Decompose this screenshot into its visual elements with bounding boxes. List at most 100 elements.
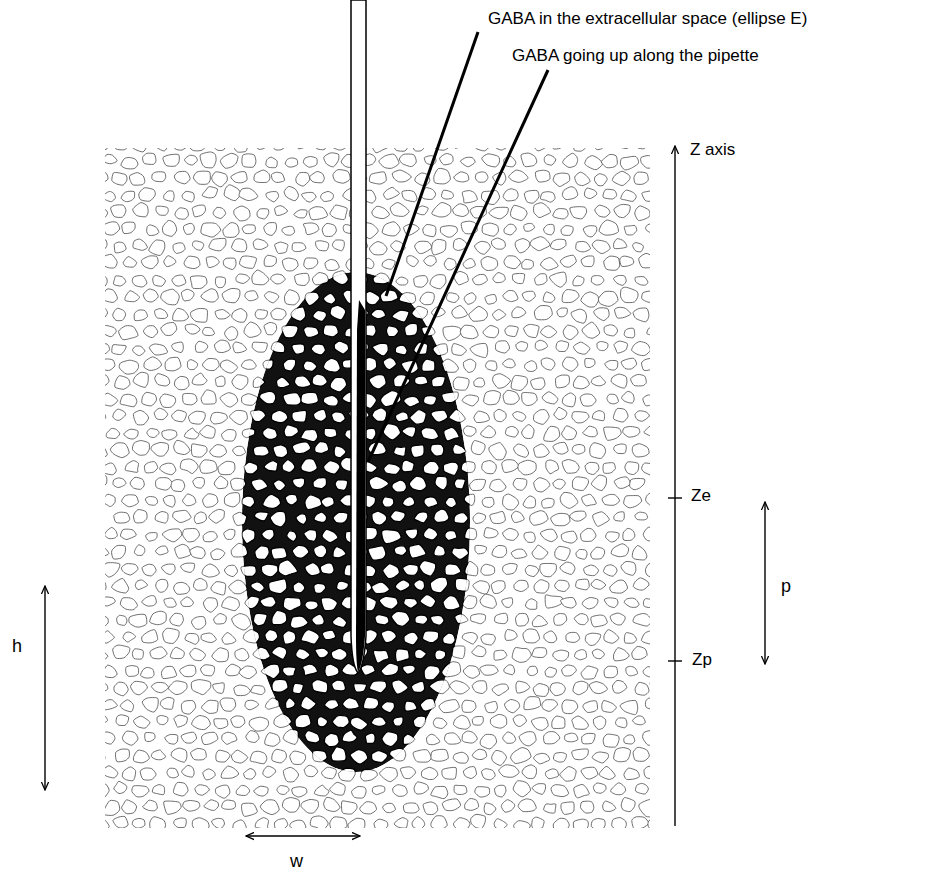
tissue-cell bbox=[382, 497, 394, 507]
ellipse-cell bbox=[313, 310, 327, 321]
tissue-cell bbox=[553, 650, 569, 661]
ellipse-cell bbox=[175, 544, 191, 558]
tissue-cell bbox=[150, 647, 167, 659]
ellipse-cell bbox=[463, 359, 475, 372]
tissue-cell bbox=[462, 700, 476, 712]
ellipse-cell bbox=[175, 208, 188, 219]
ellipse-cell bbox=[576, 549, 587, 559]
tissue-cell bbox=[214, 719, 228, 729]
tissue-cell bbox=[632, 341, 650, 355]
ellipse-cell bbox=[282, 325, 298, 338]
ellipse-cell bbox=[264, 292, 278, 303]
tissue-cell bbox=[129, 614, 147, 627]
tissue-cell bbox=[643, 599, 650, 608]
tissue-cell bbox=[163, 154, 179, 166]
ellipse-cell bbox=[576, 579, 590, 590]
ellipse-cell bbox=[545, 595, 562, 608]
ellipse-cell bbox=[332, 412, 346, 423]
tissue-cell bbox=[301, 192, 316, 202]
ellipse-cell bbox=[462, 632, 477, 644]
tissue-cell bbox=[469, 306, 488, 321]
ellipse-cell bbox=[266, 157, 277, 168]
ellipse-cell bbox=[445, 564, 461, 576]
ellipse-cell bbox=[540, 529, 557, 541]
ellipse-cell bbox=[271, 274, 286, 284]
ellipse-cell bbox=[337, 581, 349, 590]
tissue-cell bbox=[612, 818, 627, 828]
ellipse-cell bbox=[276, 377, 289, 387]
ellipse-cell bbox=[420, 595, 436, 608]
tissue-cell bbox=[283, 667, 296, 676]
tissue-cell bbox=[582, 494, 597, 506]
tissue-cell bbox=[120, 598, 137, 610]
tissue-cell bbox=[181, 732, 197, 743]
tissue-cell bbox=[463, 426, 476, 436]
tissue-cell bbox=[544, 631, 557, 643]
ellipse-cell bbox=[315, 442, 329, 454]
ellipse-cell bbox=[414, 276, 428, 288]
tissue-cell bbox=[643, 527, 650, 541]
tissue-cell bbox=[431, 786, 448, 798]
ellipse-cell bbox=[170, 647, 184, 658]
tissue-cell bbox=[123, 632, 136, 642]
tissue-cell bbox=[604, 598, 618, 608]
tissue-cell bbox=[310, 172, 325, 183]
ellipse-cell bbox=[181, 563, 195, 572]
ellipse-cell bbox=[105, 527, 117, 538]
tissue-cell bbox=[110, 443, 129, 458]
ellipse-cell bbox=[180, 459, 198, 474]
ellipse-cell bbox=[301, 429, 318, 441]
tissue-cell bbox=[405, 323, 418, 336]
tissue-cell bbox=[105, 148, 109, 150]
tissue-cell bbox=[170, 613, 184, 626]
tissue-cell bbox=[542, 700, 558, 712]
ellipse-cell bbox=[296, 148, 310, 149]
ellipse-cell bbox=[142, 564, 156, 576]
ellipse-cell bbox=[292, 243, 306, 252]
ellipse-cell bbox=[473, 513, 486, 523]
tissue-cell bbox=[591, 819, 605, 828]
ellipse-cell bbox=[252, 342, 267, 352]
tissue-cell bbox=[602, 494, 619, 505]
ellipse-cell bbox=[292, 545, 309, 558]
tissue-cell bbox=[635, 682, 649, 695]
ellipse-cell bbox=[233, 342, 247, 353]
ellipse-cell bbox=[532, 545, 548, 559]
tissue-cell bbox=[581, 666, 598, 679]
ellipse-cell bbox=[220, 360, 237, 373]
tissue-cell bbox=[380, 290, 398, 302]
ellipse-cell bbox=[320, 563, 334, 574]
tissue-cell bbox=[220, 153, 238, 168]
ellipse-cell bbox=[595, 205, 610, 217]
tissue-cell bbox=[576, 579, 590, 590]
ellipse-cell bbox=[384, 464, 401, 475]
ellipse-cell bbox=[375, 615, 389, 625]
ellipse-cell bbox=[491, 238, 505, 249]
ellipse-cell bbox=[201, 633, 216, 642]
ellipse-cell bbox=[463, 426, 476, 436]
ellipse-cell bbox=[632, 546, 647, 560]
ellipse-cell bbox=[645, 564, 650, 578]
ellipse-cell bbox=[572, 412, 589, 423]
ellipse-cell bbox=[291, 307, 306, 321]
tissue-cell bbox=[200, 425, 216, 438]
tissue-cell bbox=[275, 242, 288, 253]
tissue-cell bbox=[183, 800, 200, 811]
tissue-cell bbox=[607, 394, 619, 404]
ellipse-cell bbox=[630, 478, 645, 489]
ellipse-cell bbox=[242, 496, 255, 507]
tissue-cell bbox=[332, 240, 344, 251]
ellipse-cell bbox=[264, 255, 276, 266]
tissue-cell bbox=[120, 394, 137, 407]
ellipse-cell bbox=[447, 293, 459, 303]
tissue-cell bbox=[214, 614, 227, 624]
tissue-cell bbox=[192, 818, 209, 828]
ellipse-cell bbox=[200, 152, 216, 168]
ellipse-cell bbox=[255, 310, 267, 319]
ellipse-cell bbox=[503, 359, 516, 368]
tissue-cell bbox=[453, 715, 470, 729]
tissue-cell bbox=[309, 207, 328, 220]
ellipse-cell bbox=[504, 224, 516, 235]
ellipse-cell bbox=[553, 442, 568, 454]
ellipse-cell bbox=[597, 342, 608, 351]
